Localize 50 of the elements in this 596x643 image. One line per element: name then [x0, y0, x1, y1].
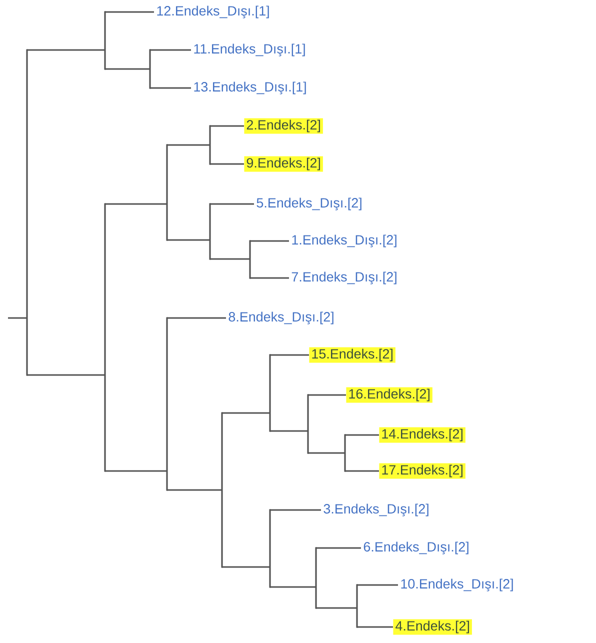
leaf-label: 13.Endeks_Dışı.[1]: [194, 82, 306, 94]
branch-line: [167, 239, 210, 241]
branch-line: [27, 49, 105, 51]
branch-line: [167, 144, 210, 146]
branch-line: [105, 470, 167, 472]
branch-line: [308, 394, 346, 396]
branch-line: [357, 584, 398, 586]
branch-line: [270, 586, 316, 588]
leaf-label: 12.Endeks_Dışı.[1]: [157, 6, 269, 18]
branch-line: [27, 374, 105, 376]
leaf-label: 11.Endeks_Dışı.[1]: [194, 44, 305, 56]
branch-line: [105, 203, 167, 205]
highlighted-leaf-label: 17.Endeks.[2]: [379, 463, 466, 479]
branch-line: [222, 412, 270, 414]
highlighted-leaf-label: 14.Endeks.[2]: [379, 427, 466, 443]
branch-line: [270, 509, 321, 511]
branch-line: [167, 489, 222, 491]
branch-line: [222, 566, 270, 568]
branch-line: [250, 240, 289, 242]
branch-line: [308, 452, 345, 454]
highlighted-leaf-label: 16.Endeks.[2]: [346, 387, 432, 403]
branch-line: [8, 317, 27, 319]
leaf-label: 8.Endeks_Dışı.[2]: [228, 312, 334, 324]
branch-line: [270, 354, 309, 356]
highlighted-leaf-label: 15.Endeks.[2]: [309, 347, 396, 363]
leaf-label: 6.Endeks_Dışı.[2]: [364, 542, 468, 554]
branch-line: [150, 49, 191, 51]
branch-line: [316, 607, 357, 609]
branch-line: [210, 163, 244, 165]
branch-line: [167, 317, 226, 319]
branch-line: [345, 470, 379, 472]
branch-line: [210, 125, 244, 127]
leaf-label: 7.Endeks_Dışı.[2]: [292, 272, 396, 284]
highlighted-leaf-label: 9.Endeks.[2]: [244, 156, 323, 172]
branch-line: [270, 430, 308, 432]
branch-line: [316, 547, 361, 549]
branch-line: [345, 434, 379, 436]
leaf-label: 10.Endeks_Dışı.[2]: [401, 578, 513, 592]
branch-line: [357, 626, 393, 628]
highlighted-leaf-label: 4.Endeks.[2]: [393, 619, 472, 635]
leaf-label: 3.Endeks_Dışı.[2]: [324, 504, 428, 516]
branch-line: [250, 277, 289, 279]
branch-line: [210, 203, 254, 205]
branch-line: [105, 68, 150, 70]
branch-line: [150, 87, 191, 89]
leaf-label: 5.Endeks_Dışı.[2]: [256, 198, 362, 210]
branch-line: [105, 11, 154, 13]
leaf-label: 1.Endeks_Dışı.[2]: [292, 234, 396, 248]
highlighted-leaf-label: 2.Endeks.[2]: [244, 118, 323, 134]
branch-line: [210, 258, 250, 260]
